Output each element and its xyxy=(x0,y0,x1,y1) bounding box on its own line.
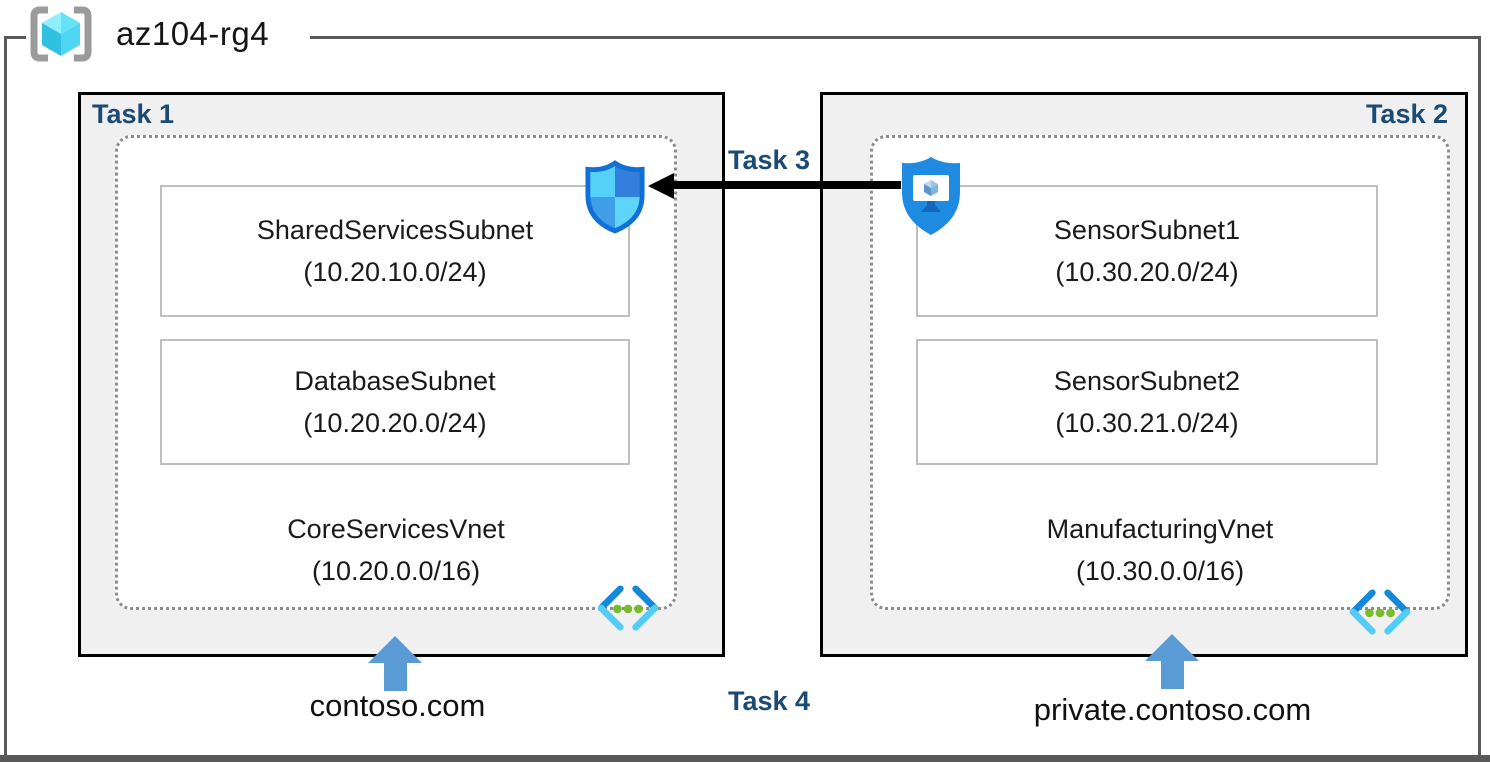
sensor-subnet2-box: SensorSubnet2 (10.30.21.0/24) xyxy=(916,339,1378,465)
vnet-name: CoreServicesVnet xyxy=(287,514,505,544)
resource-group-icon xyxy=(30,6,92,62)
core-services-vnet-label: CoreServicesVnet (10.20.0.0/16) xyxy=(115,508,677,592)
subnet-cidr: (10.30.20.0/24) xyxy=(1055,257,1239,287)
sensor-subnet1-box: SensorSubnet1 (10.30.20.0/24) xyxy=(916,185,1378,317)
dns-up-arrow xyxy=(368,636,422,691)
task2-label: Task 2 xyxy=(1365,99,1448,129)
subnet-cidr: (10.30.21.0/24) xyxy=(1055,408,1239,438)
manufacturing-vnet-label: ManufacturingVnet (10.30.0.0/16) xyxy=(870,508,1450,592)
vnet-cidr: (10.20.0.0/16) xyxy=(311,556,481,586)
contoso-dns-label: contoso.com xyxy=(309,688,486,723)
arrow-head xyxy=(1145,634,1199,661)
task4-label: Task 4 xyxy=(727,686,811,716)
resource-group-name: az104-rg4 xyxy=(116,15,270,52)
arrow-head xyxy=(368,636,422,663)
subnet-cidr: (10.20.10.0/24) xyxy=(303,257,487,287)
shared-services-subnet-box: SharedServicesSubnet (10.20.10.0/24) xyxy=(160,185,630,317)
resource-group-frame xyxy=(4,36,1481,755)
task3-label: Task 3 xyxy=(727,145,811,175)
vnet-name: ManufacturingVnet xyxy=(1046,514,1274,544)
subnet-name: SensorSubnet2 xyxy=(1053,366,1241,396)
virtual-network-icon xyxy=(1349,589,1411,635)
frame-bottom-edge xyxy=(0,755,1490,762)
database-subnet-box: DatabaseSubnet (10.20.20.0/24) xyxy=(160,339,630,465)
bastion-shield-icon xyxy=(902,157,960,235)
task3-arrow-line xyxy=(672,181,901,189)
task3-arrow-head xyxy=(648,173,674,199)
resource-group-header: az104-rg4 xyxy=(26,0,310,68)
private-contoso-dns-label: private.contoso.com xyxy=(1033,692,1312,727)
subnet-name: SharedServicesSubnet xyxy=(256,215,534,245)
subnet-name: DatabaseSubnet xyxy=(294,366,496,396)
task1-label: Task 1 xyxy=(92,99,175,129)
subnet-name: SensorSubnet1 xyxy=(1053,215,1241,245)
dns-up-arrow xyxy=(1145,634,1199,689)
arrow-stem xyxy=(383,663,407,691)
virtual-network-icon xyxy=(597,585,659,631)
network-security-shield-icon xyxy=(585,160,645,234)
subnet-cidr: (10.20.20.0/24) xyxy=(303,408,487,438)
arrow-stem xyxy=(1160,661,1184,689)
vnet-cidr: (10.30.0.0/16) xyxy=(1075,556,1245,586)
